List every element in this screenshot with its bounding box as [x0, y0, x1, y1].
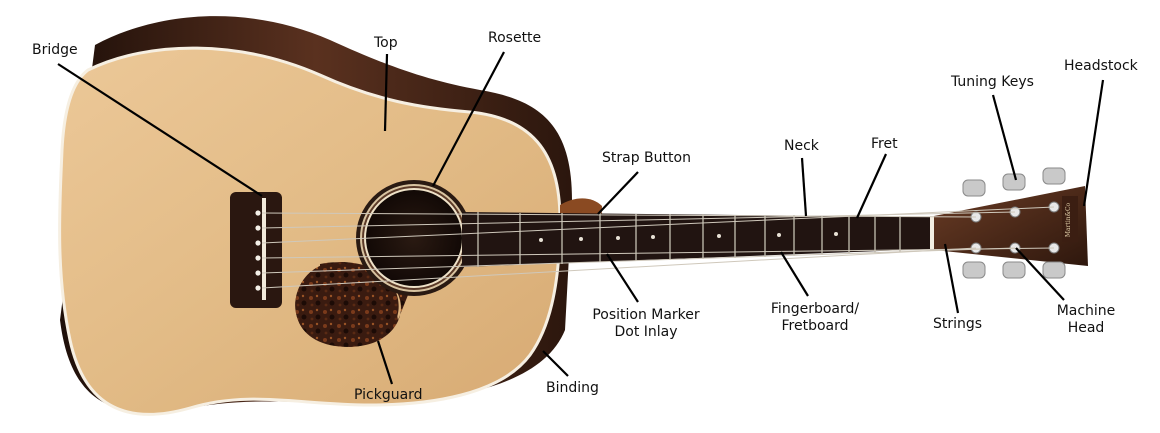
label-machine-head: Machine Head: [1056, 303, 1116, 336]
leader-bridge: [57, 63, 263, 197]
nut: [930, 216, 936, 250]
label-pickguard: Pickguard: [354, 387, 423, 403]
leader-top: [383, 53, 389, 132]
leader-neck: [800, 157, 808, 217]
saddle: [262, 198, 266, 300]
leader-fingerboard: [780, 251, 809, 297]
position-marker-dots: [539, 232, 838, 242]
pickguard-extension: [295, 262, 399, 347]
leader-pickguard: [376, 340, 394, 385]
leader-headstock: [1082, 79, 1105, 207]
headstock-logo: Martin&Co: [1062, 196, 1078, 242]
bridge: [230, 192, 282, 308]
label-tuning-keys: Tuning Keys: [951, 74, 1034, 90]
label-headstock: Headstock: [1064, 58, 1138, 74]
label-fingerboard: Fingerboard/ Fretboard: [770, 301, 860, 334]
label-bridge: Bridge: [32, 42, 78, 58]
label-strings: Strings: [933, 316, 983, 332]
leader-position-marker: [606, 253, 639, 303]
guitar-top: [58, 46, 562, 416]
leader-rosette: [432, 51, 505, 187]
label-fret: Fret: [871, 136, 898, 152]
label-position-marker: Position Marker Dot Inlay: [592, 307, 700, 340]
label-rosette: Rosette: [488, 30, 542, 46]
label-strap-button: Strap Button: [602, 150, 691, 166]
frets: [477, 212, 901, 267]
fretboard: [462, 212, 932, 267]
label-binding: Binding: [546, 380, 599, 396]
leader-machine-head: [1015, 247, 1065, 301]
svg-text:Martin&Co: Martin&Co: [1065, 202, 1072, 237]
leader-tuning-keys: [991, 94, 1018, 181]
leader-lines: [57, 51, 1105, 385]
leader-fret: [855, 153, 888, 219]
leader-binding: [542, 350, 569, 377]
label-top: Top: [374, 35, 398, 51]
bridge-pins: [255, 210, 261, 291]
label-neck: Neck: [784, 138, 819, 154]
leader-strings: [943, 243, 960, 314]
leader-strap-button: [597, 171, 639, 215]
tuning-keys: [962, 167, 1066, 279]
